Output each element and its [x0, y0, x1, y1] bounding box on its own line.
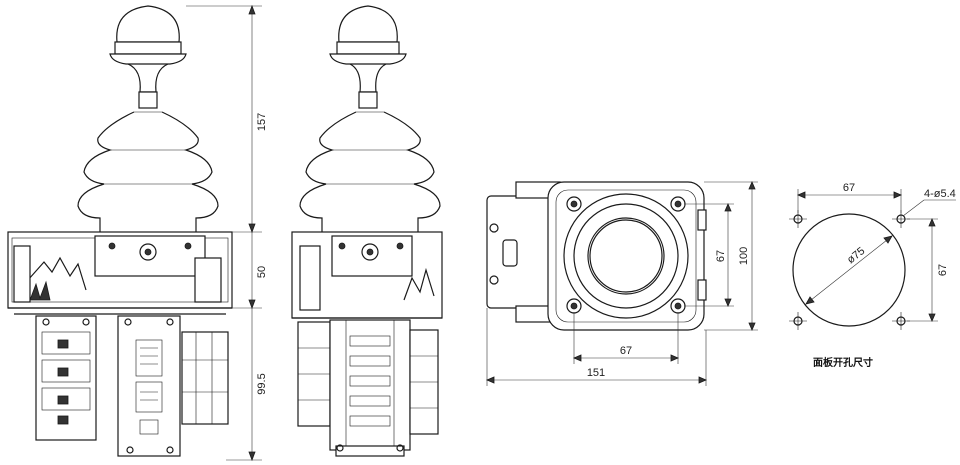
- top-view: [485, 180, 758, 386]
- dim-top-hole-spacing-h: 67: [620, 345, 632, 357]
- top-view-mount-screws: [566, 196, 686, 314]
- front-height-dimensions: [186, 4, 262, 462]
- dim-top-hole-spacing-v: 67: [715, 250, 727, 262]
- front-body: [7, 231, 233, 315]
- front-switch-blocks: [35, 315, 229, 457]
- side-switch-stack: [297, 319, 439, 457]
- dim-height-handle: 157: [256, 113, 268, 131]
- dim-cutout-hole-spacing-h: 67: [843, 182, 855, 194]
- cutout-dimensions: [796, 189, 956, 323]
- dim-height-body: 50: [256, 266, 268, 278]
- dim-top-width: 151: [587, 367, 605, 379]
- panel-cutout-view: [789, 189, 956, 330]
- front-bellows: [77, 111, 219, 232]
- front-view: [7, 4, 262, 462]
- dim-cutout-hole-spacing-v: 67: [937, 264, 949, 276]
- side-bellows: [299, 111, 441, 232]
- dim-top-height: 100: [738, 247, 750, 265]
- dim-cutout-diameter: ø75: [845, 245, 867, 266]
- dim-cutout-hole-callout: 4-ø5.4: [924, 188, 956, 200]
- dim-height-switches: 99.5: [256, 373, 268, 394]
- side-knob: [329, 5, 407, 109]
- side-body: [291, 231, 443, 319]
- cutout-caption: 面板开孔尺寸: [813, 356, 873, 369]
- front-knob: [109, 5, 187, 109]
- top-view-dimensions: [485, 180, 758, 386]
- side-view: [291, 5, 443, 457]
